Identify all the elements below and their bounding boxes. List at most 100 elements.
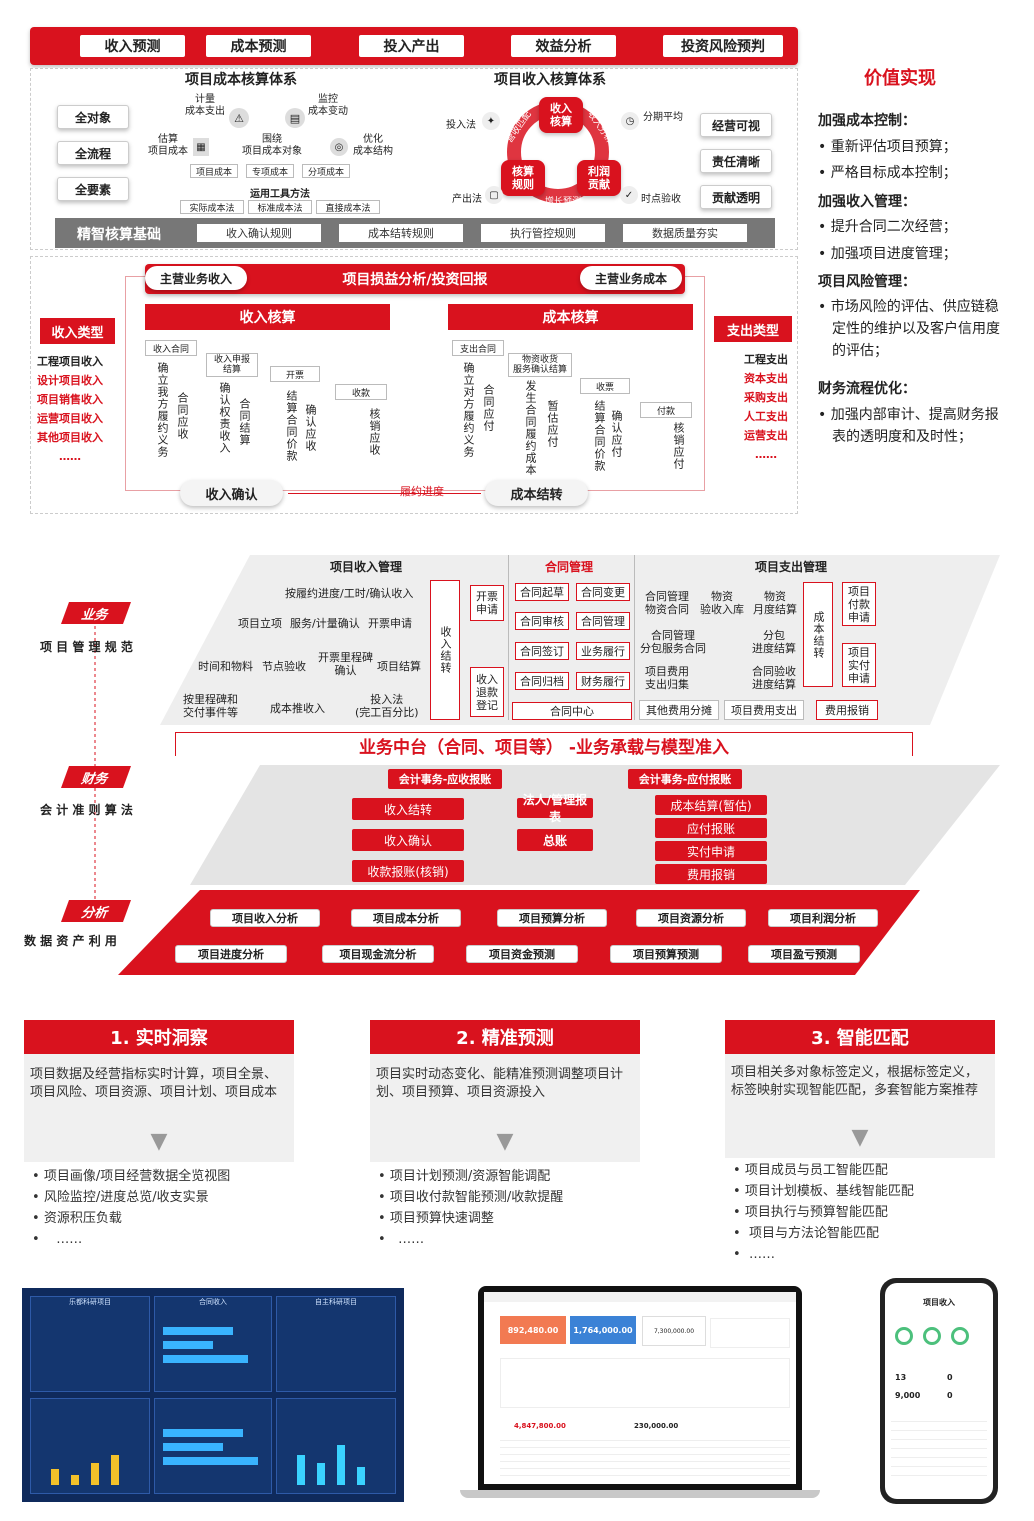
- card-list-item: • 风险监控/进度总览/收支实景: [32, 1190, 209, 1205]
- biz-contract-item[interactable]: 合同起草: [515, 583, 569, 601]
- income-type-list: 工程项目收入 设计项目收入 项目销售收入 运营项目收入 其他项目收入 ……: [36, 352, 104, 466]
- card-list: • 项目成员与员工智能匹配 • 项目计划模板、基线智能匹配 • 项目执行与预算智…: [725, 1158, 995, 1264]
- fin-ar-item[interactable]: 收入确认: [352, 829, 464, 851]
- v-income-7: 核销应收: [368, 408, 381, 456]
- income-type-label: 收入类型: [40, 318, 115, 344]
- middle-platform-frame: [175, 732, 913, 756]
- layer-finance-sub: 会 计 准 则 算 法: [40, 803, 133, 817]
- main-business-income[interactable]: 主营业务收入: [145, 266, 247, 290]
- biz-expense-item: 合同管理 分包服务合同: [640, 629, 706, 655]
- clock-icon: ◷: [621, 112, 639, 130]
- v-cost-6: 确认应付: [610, 410, 623, 458]
- btn-clear-responsibility[interactable]: 责任清晰: [700, 149, 772, 173]
- biz-refund[interactable]: 收入 退款 登记: [470, 667, 504, 717]
- expense-type-list: 工程支出 资本支出 采购支出 人工支出 运营支出 ……: [738, 350, 794, 464]
- analysis-item[interactable]: 项目进度分析: [175, 945, 287, 963]
- fin-general-ledger[interactable]: 总账: [517, 829, 593, 851]
- label-optimize: 优化 成本结构: [353, 134, 393, 157]
- expense-type-item: 采购支出: [744, 391, 788, 404]
- biz-invoice-apply[interactable]: 开票 申请: [470, 585, 504, 621]
- progress-line: [288, 493, 481, 494]
- progress-label: 履约进度: [400, 485, 444, 498]
- card-realtime-insight: 1. 实时洞察 项目数据及经营指标实时计算，项目全景、项目风险、项目资源、项目计…: [24, 1020, 294, 1254]
- btn-all-objects[interactable]: 全对象: [57, 105, 129, 129]
- biz-contract-mgmt: 合同管理: [545, 560, 594, 574]
- fin-ap-item[interactable]: 实付申请: [655, 841, 767, 861]
- biz-expense-item[interactable]: 费用报销: [816, 700, 878, 720]
- dash-panel-title: 乐都科研项目: [69, 1298, 111, 1306]
- base-title: 精智核算基础: [77, 227, 161, 243]
- nav-item-input-output[interactable]: 投入产出: [359, 35, 464, 57]
- biz-divider: [634, 555, 635, 720]
- phone-screenshot: 项目收入 13 0 9,000 0: [880, 1278, 998, 1504]
- label-estimate: 估算 项目成本: [148, 134, 188, 157]
- biz-actual-pay[interactable]: 项目 实付 申请: [842, 643, 876, 687]
- card-smart-match: 3. 智能匹配 项目相关多对象标签定义，根据标签定义，标签映射实现智能匹配，多套…: [725, 1020, 995, 1264]
- btn-transparent-contribution[interactable]: 贡献透明: [700, 185, 772, 209]
- tool-direct-cost: 直接成本法: [316, 200, 380, 214]
- analysis-item[interactable]: 项目成本分析: [351, 909, 461, 927]
- income-type-item: 运营项目收入: [37, 412, 103, 425]
- chart-icon: ▤: [285, 108, 305, 128]
- layer-analysis: 分析: [60, 900, 132, 922]
- nav-item-cost-forecast[interactable]: 成本预测: [206, 35, 311, 57]
- income-recognition[interactable]: 收入确认: [180, 480, 283, 506]
- biz-pay-apply[interactable]: 项目 付款 申请: [842, 582, 876, 626]
- fin-ar-item[interactable]: 收入结转: [352, 798, 464, 820]
- main-business-cost[interactable]: 主营业务成本: [580, 266, 682, 290]
- fin-ap-item[interactable]: 成本结算(暂估): [655, 795, 767, 815]
- biz-contract-item[interactable]: 财务履行: [576, 672, 630, 690]
- btn-all-elements[interactable]: 全要素: [57, 177, 129, 201]
- base-data-quality: 数据质量夯实: [623, 224, 747, 242]
- analysis-item[interactable]: 项目预算分析: [497, 909, 607, 927]
- biz-expense-item: 项目费用 支出归集: [645, 665, 689, 691]
- value-item: • 严格目标成本控制；: [818, 165, 957, 181]
- biz-contract-item[interactable]: 合同签订: [515, 642, 569, 660]
- arrow-down-icon: ▼: [150, 1128, 168, 1154]
- fin-ar-item[interactable]: 收款报账(核销): [352, 860, 464, 882]
- expense-type-item: 运营支出: [744, 429, 788, 442]
- fin-ap-item[interactable]: 费用报销: [655, 864, 767, 884]
- dash-bar: [163, 1327, 233, 1335]
- biz-contract-item[interactable]: 合同管理: [576, 612, 630, 630]
- analysis-item[interactable]: 项目资源分析: [636, 909, 746, 927]
- btn-all-process[interactable]: 全流程: [57, 141, 129, 165]
- biz-income-mgmt: 项目收入管理: [330, 560, 403, 574]
- middle-platform-title: 业务中台（合同、项目等） -业务承载与模型准入: [359, 737, 729, 758]
- biz-expense-item[interactable]: 其他费用分摊: [639, 700, 719, 720]
- cost-carryover[interactable]: 成本结转: [485, 480, 588, 506]
- analysis-item[interactable]: 项目预算预测: [610, 945, 722, 963]
- biz-contract-item[interactable]: 合同归档: [515, 672, 569, 690]
- fin-ap-item[interactable]: 应付报账: [655, 818, 767, 838]
- fin-legal-report[interactable]: 法人/管理报表: [517, 793, 593, 824]
- base-control-rules: 执行管控规则: [481, 224, 605, 242]
- step-receipt: 收款: [335, 384, 387, 400]
- analysis-item[interactable]: 项目收入分析: [210, 909, 320, 927]
- biz-contract-item[interactable]: 业务履行: [576, 642, 630, 660]
- biz-expense-item[interactable]: 项目费用支出: [724, 700, 804, 720]
- analysis-item[interactable]: 项目现金流分析: [322, 945, 434, 963]
- card-list-item: • 项目成员与员工智能匹配: [733, 1163, 888, 1178]
- biz-contract-center[interactable]: 合同中心: [512, 702, 632, 720]
- biz-expense-item: 合同管理 物资合同: [645, 590, 689, 616]
- laptop-base: [460, 1490, 820, 1498]
- card-desc: 项目相关多对象标签定义，根据标签定义，标签映射实现智能匹配，多套智能方案推荐: [731, 1065, 979, 1098]
- biz-contract-item[interactable]: 合同变更: [576, 583, 630, 601]
- biz-expense-item: 合同验收 进度结算: [752, 665, 796, 691]
- nav-item-risk-prediction[interactable]: 投资风险预判: [663, 35, 783, 57]
- nav-item-income-forecast[interactable]: 收入预测: [80, 35, 185, 57]
- dash-panel: [276, 1398, 396, 1494]
- laptop-screen: 892,480.00 1,764,000.00 7,300,000.00 4,8…: [484, 1292, 796, 1484]
- arrow-down-icon: ▼: [496, 1128, 514, 1154]
- tools-title: 运用工具方法: [250, 189, 310, 200]
- analysis-item[interactable]: 项目利润分析: [768, 909, 878, 927]
- analysis-item[interactable]: 项目盈亏预测: [748, 945, 860, 963]
- btn-visible-ops[interactable]: 经营可视: [700, 113, 772, 137]
- analysis-item[interactable]: 项目资金预测: [466, 945, 578, 963]
- step-goods-receipt: 物资收货 服务确认结算: [508, 353, 572, 377]
- nav-item-benefit-analysis[interactable]: 效益分析: [511, 35, 616, 57]
- laptop-value: 230,000.00: [634, 1422, 679, 1430]
- warning-icon: ⚠: [229, 108, 249, 128]
- card-list: • 项目画像/项目经营数据全览视图 • 风险监控/进度总览/收支实景 • 资源积…: [24, 1162, 294, 1254]
- biz-contract-item[interactable]: 合同审核: [515, 612, 569, 630]
